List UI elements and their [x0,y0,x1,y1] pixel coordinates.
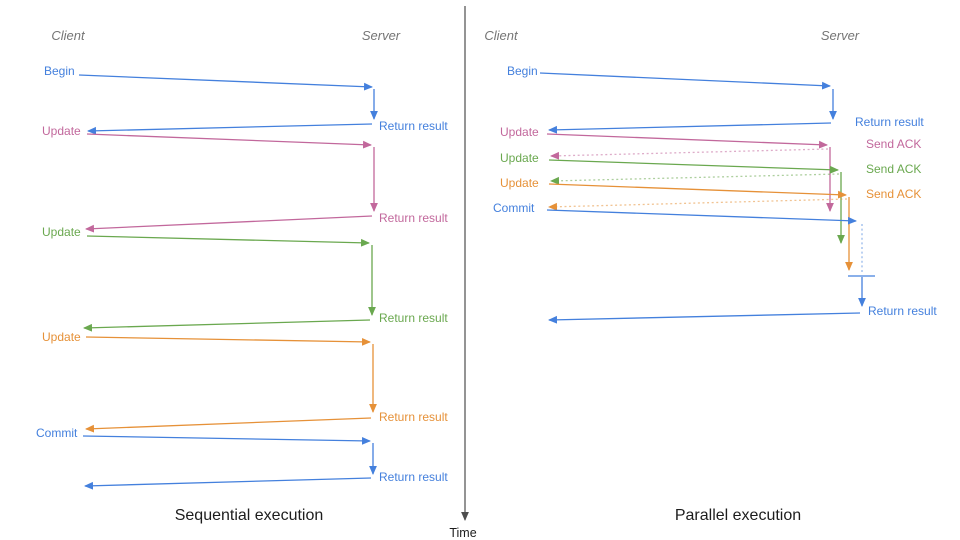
seq-update2-return [83,319,371,332]
par-update1-request [546,133,828,149]
seq-update3-request [85,336,371,346]
seq-update1-return [85,215,373,233]
seq-update-label-3: Update [42,330,81,344]
par-update-label-2: Update [500,151,539,165]
seq-return-label-3: Return result [379,311,448,325]
seq-update3-return [85,417,372,433]
seq-begin-return [87,123,373,135]
par-ack-label-2: Send ACK [866,162,921,176]
par-update2-request [548,159,839,174]
par-ack-label-1: Send ACK [866,137,921,151]
seq-update1-request [86,133,372,149]
seq-client-header: Client [51,28,86,43]
par-commit-request [546,209,857,225]
par-update3-ack [548,198,848,211]
seq-server-header: Server [362,28,401,43]
time-axis-label: Time [449,526,476,540]
seq-update2-request [86,235,370,247]
seq-begin-request [78,74,373,91]
par-caption: Parallel execution [675,507,801,524]
par-begin-return [548,122,832,134]
par-update3-request [548,183,847,199]
par-return-label-1: Return result [855,115,924,129]
seq-caption: Sequential execution [175,507,324,524]
seq-commit-label: Commit [36,426,78,440]
par-update-label-1: Update [500,125,539,139]
par-ack-label-3: Send ACK [866,187,921,201]
seq-begin-label: Begin [44,64,75,78]
seq-return-label-4: Return result [379,410,448,424]
seq-commit-return [84,477,372,490]
seq-update-label-2: Update [42,225,81,239]
seq-commit-request [82,435,371,445]
par-begin-request [539,72,831,90]
par-update1-ack [550,148,829,160]
seq-return-label-1: Return result [379,119,448,133]
par-update-label-3: Update [500,176,539,190]
seq-return-label-5: Return result [379,470,448,484]
par-return-label-2: Return result [868,304,937,318]
seq-return-label-2: Return result [379,211,448,225]
par-client-header: Client [484,28,519,43]
seq-update-label-1: Update [42,124,81,138]
par-commit-label: Commit [493,201,535,215]
par-commit-return [548,312,861,324]
par-server-header: Server [821,28,860,43]
par-update2-ack [550,173,840,185]
par-begin-label: Begin [507,64,538,78]
